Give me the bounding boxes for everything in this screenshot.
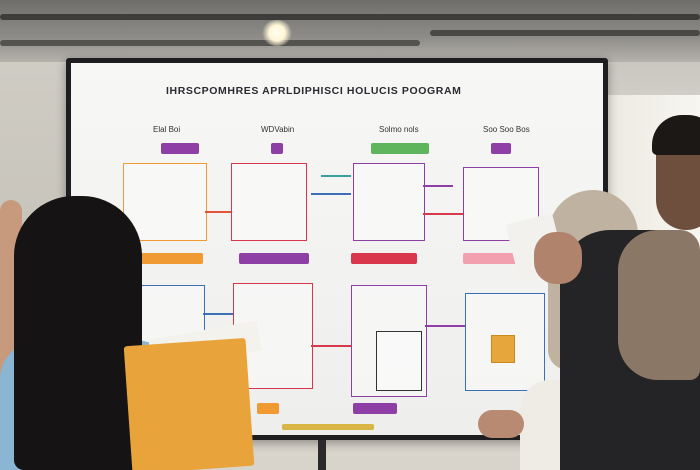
orange-folder bbox=[123, 337, 255, 470]
diagram-box bbox=[123, 163, 207, 241]
raised-hand bbox=[534, 232, 582, 284]
purple-tag bbox=[271, 143, 283, 154]
pointing-hand bbox=[478, 410, 524, 438]
orange-block bbox=[491, 335, 515, 363]
flow-arrow bbox=[321, 175, 351, 177]
orange-tag bbox=[139, 253, 203, 264]
sketch-box bbox=[376, 331, 422, 391]
flow-arrow bbox=[205, 211, 231, 213]
flow-arrow bbox=[423, 213, 463, 215]
purple-tag bbox=[353, 403, 397, 414]
flow-arrow bbox=[423, 185, 453, 187]
purple-tag bbox=[161, 143, 199, 154]
flow-arrow bbox=[311, 193, 351, 195]
flow-arrow bbox=[311, 345, 351, 347]
column-label: WDVabin bbox=[261, 125, 295, 134]
pink-tag bbox=[463, 253, 517, 264]
red-tag bbox=[351, 253, 417, 264]
green-tag bbox=[371, 143, 429, 154]
flow-arrow bbox=[203, 313, 233, 315]
column-label: Elal Boi bbox=[153, 125, 181, 134]
board-stand bbox=[318, 440, 326, 470]
marker-tray bbox=[282, 424, 374, 430]
flow-arrow bbox=[425, 325, 465, 327]
diagram-box bbox=[353, 163, 425, 241]
board-title: IHRSCPOMHRES APRLDIPHISCI HOLUCIS POOGRA… bbox=[166, 85, 462, 97]
diagram-box bbox=[231, 163, 307, 241]
column-label: Soo Soo Bos bbox=[483, 125, 530, 134]
orange-tag bbox=[257, 403, 279, 414]
ceiling-pipe bbox=[430, 30, 700, 36]
person-front-hair bbox=[618, 230, 700, 380]
diagram-box bbox=[351, 285, 427, 397]
ceiling-pipe bbox=[0, 14, 700, 20]
ceiling-pipe bbox=[0, 40, 420, 46]
purple-tag bbox=[239, 253, 309, 264]
purple-tag bbox=[491, 143, 511, 154]
ceiling-lamp bbox=[262, 20, 292, 46]
person-dark-hair bbox=[14, 196, 142, 470]
column-label: Solmo nols bbox=[379, 125, 419, 134]
